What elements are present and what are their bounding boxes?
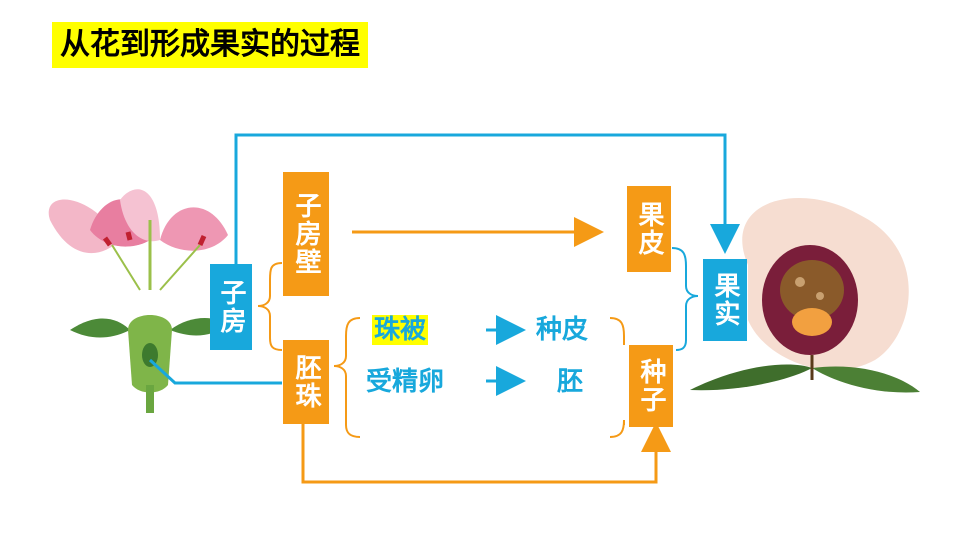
integument-label: 珠被 [372,314,429,346]
zygote-label: 受精卵 [366,367,445,397]
peach-icon [690,197,920,393]
ovary-wall-box: 子房壁 [283,172,329,296]
ovule-box: 胚珠 [283,340,329,424]
pericarp-box: 果皮 [627,186,671,272]
embryo-label: 胚 [557,367,584,397]
page-title: 从花到形成果实的过程 [52,22,368,68]
seed-box: 种子 [629,345,673,427]
fruit-box: 果实 [703,259,747,341]
integument-text: 珠被 [372,315,429,345]
flower-icon [48,189,228,413]
seed-coat-label: 种皮 [536,315,589,345]
ovary-box: 子房 [210,264,252,350]
